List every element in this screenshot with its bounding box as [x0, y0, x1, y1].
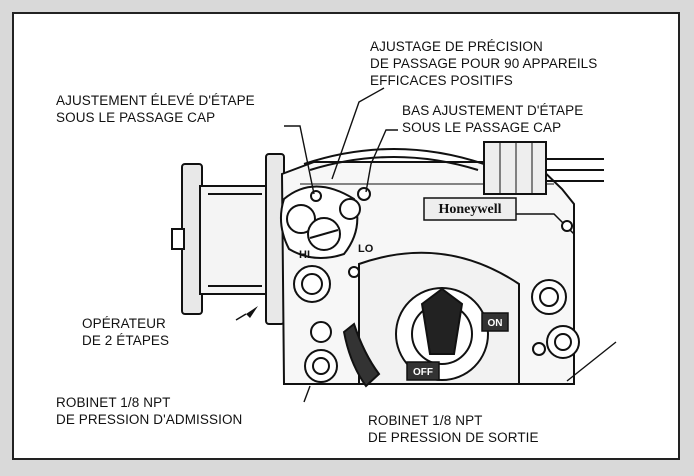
operator-line-2: DE 2 ÉTAPES: [82, 333, 170, 348]
inlet-tap-line-1: ROBINET 1/8 NPT: [56, 395, 171, 410]
terminal-connector: [483, 141, 604, 195]
high-step-label: AJUSTEMENT ÉLEVÉ D'ÉTAPE SOUS LE PASSAGE…: [56, 92, 255, 126]
operator-coil: [171, 153, 285, 325]
high-step-line-1: AJUSTEMENT ÉLEVÉ D'ÉTAPE: [56, 93, 255, 108]
outlet-tap-line-2: DE PRESSION DE SORTIE: [368, 430, 539, 445]
lo-marking: LO: [358, 243, 374, 255]
high-step-line-2: SOUS LE PASSAGE CAP: [56, 110, 216, 125]
diagram-frame: Honeywell HI LO ON OFF AJUSTAGE DE PRÉCI…: [12, 12, 680, 460]
precision-adjust-label: AJUSTAGE DE PRÉCISION DE PASSAGE POUR 90…: [370, 38, 597, 89]
marking-plates: [406, 197, 517, 381]
low-step-line-1: BAS AJUSTEMENT D'ÉTAPE: [402, 103, 584, 118]
outlet-taps: [531, 220, 580, 359]
inlet-tap-label: ROBINET 1/8 NPT DE PRESSION D'ADMISSION: [56, 394, 242, 428]
adjustment-caps: [279, 185, 371, 259]
brand-logo: Honeywell: [439, 202, 502, 217]
inlet-tap-line-2: DE PRESSION D'ADMISSION: [56, 412, 243, 427]
hi-marking: HI: [299, 249, 310, 261]
outlet-tap-line-1: ROBINET 1/8 NPT: [368, 413, 483, 428]
low-step-line-2: SOUS LE PASSAGE CAP: [402, 120, 562, 135]
precision-line-2: DE PASSAGE POUR 90 APPAREILS: [370, 56, 598, 71]
operator-label: OPÉRATEUR DE 2 ÉTAPES: [82, 315, 169, 349]
precision-line-3: EFFICACES POSITIFS: [370, 73, 513, 88]
operator-arrow: [246, 306, 258, 318]
off-marking: OFF: [413, 367, 433, 378]
precision-line-1: AJUSTAGE DE PRÉCISION: [370, 39, 543, 54]
outlet-tap-label: ROBINET 1/8 NPT DE PRESSION DE SORTIE: [368, 412, 539, 446]
inlet-taps: [293, 265, 360, 383]
low-step-label: BAS AJUSTEMENT D'ÉTAPE SOUS LE PASSAGE C…: [402, 102, 583, 136]
operator-line-1: OPÉRATEUR: [82, 316, 166, 331]
on-marking: ON: [488, 318, 503, 329]
gas-valve-illustration: Honeywell HI LO ON OFF: [171, 87, 617, 403]
control-knob: [342, 251, 520, 388]
leader-lines: [235, 87, 617, 403]
